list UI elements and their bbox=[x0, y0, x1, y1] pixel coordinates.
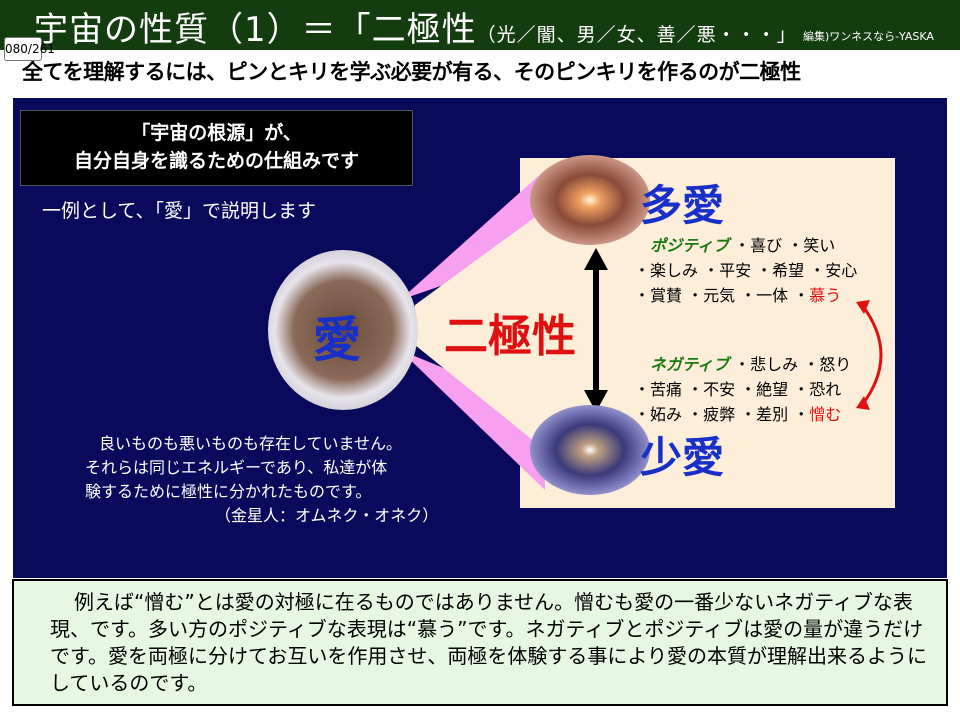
positive-line-2: ・楽しみ ・平安 ・希望 ・安心 bbox=[634, 261, 858, 280]
negative-line-1: ・悲しみ ・怒り bbox=[734, 355, 852, 374]
editor-credit: 編集)ワンネスなら-YASKA bbox=[803, 30, 934, 43]
love-label: 愛 bbox=[313, 312, 362, 368]
negative-highlight: 憎む bbox=[809, 405, 842, 424]
positive-list: ポジティブ ・喜び ・笑い ・楽しみ ・平安 ・希望 ・安心 ・賞賛 ・元気 ・… bbox=[634, 233, 857, 308]
positive-highlight: 慕う bbox=[809, 286, 842, 305]
title-paren: （光／闇、男／女、善／悪・・・」 bbox=[476, 24, 797, 46]
quote-line-4: （金星人：オムネク・オネク） bbox=[215, 506, 439, 525]
explanation-box: 例えば“憎む”とは愛の対極に在るものではありません。憎むも愛の一番少ないネガティ… bbox=[12, 579, 948, 706]
header-bar: 宇宙の性質（1）＝「二極性（光／闇、男／女、善／悪・・・」 編集)ワンネスなら-… bbox=[0, 0, 960, 50]
negative-list: ネガティブ ・悲しみ ・怒り ・苦痛 ・不安 ・絶望 ・恐れ ・妬み ・疲弊 ・… bbox=[634, 352, 852, 427]
love-orb bbox=[268, 250, 418, 410]
quote-line-2: それらは同じエネルギーであり、私達が体 bbox=[85, 458, 388, 477]
polarity-label: 二極性 bbox=[444, 311, 576, 362]
title-main: 宇宙の性質（1）＝「二極性 bbox=[34, 10, 477, 50]
example-text: 一例として、「愛」で説明します bbox=[42, 200, 316, 222]
quote-line-3: 験するために極性に分かれたものです。 bbox=[85, 482, 372, 501]
upper-fan bbox=[400, 170, 545, 300]
little-love-label: 少愛 bbox=[640, 433, 725, 482]
negative-line-2: ・苦痛 ・不安 ・絶望 ・恐れ bbox=[634, 380, 842, 399]
much-love-label: 多愛 bbox=[640, 181, 725, 230]
much-love-orb bbox=[530, 155, 650, 245]
lower-fan bbox=[400, 350, 545, 490]
intro-line-2: 自分自身を識るための仕組みです bbox=[73, 150, 359, 172]
negative-label: ネガティブ bbox=[650, 355, 730, 374]
positive-line-1: ・喜び ・笑い bbox=[734, 236, 836, 255]
positive-label: ポジティブ bbox=[650, 236, 730, 255]
subtitle: 全てを理解するには、ピンとキリを学ぶ必要が有る、そのピンキリを作るのが二極性 bbox=[22, 60, 801, 84]
double-arrow-icon bbox=[584, 248, 608, 412]
little-love-orb bbox=[530, 405, 650, 495]
negative-line-3: ・妬み ・疲弊 ・差別 ・ bbox=[634, 405, 810, 424]
positive-line-3: ・賞賛 ・元気 ・一体 ・ bbox=[634, 286, 810, 305]
intro-box: 「宇宙の根源」が、自分自身を識るための仕組みです bbox=[20, 110, 413, 186]
fan-body bbox=[415, 210, 545, 450]
quote: 良いものも悪いものも存在していません。 それらは同じエネルギーであり、私達が体 … bbox=[85, 432, 438, 528]
page-number: 080/261 bbox=[4, 37, 55, 61]
quote-line-1: 良いものも悪いものも存在していません。 bbox=[99, 434, 403, 453]
curved-arrow-icon bbox=[860, 304, 883, 406]
slide-title: 宇宙の性質（1）＝「二極性（光／闇、男／女、善／悪・・・」 bbox=[34, 2, 797, 51]
intro-line-1: 「宇宙の根源」が、 bbox=[131, 122, 302, 144]
